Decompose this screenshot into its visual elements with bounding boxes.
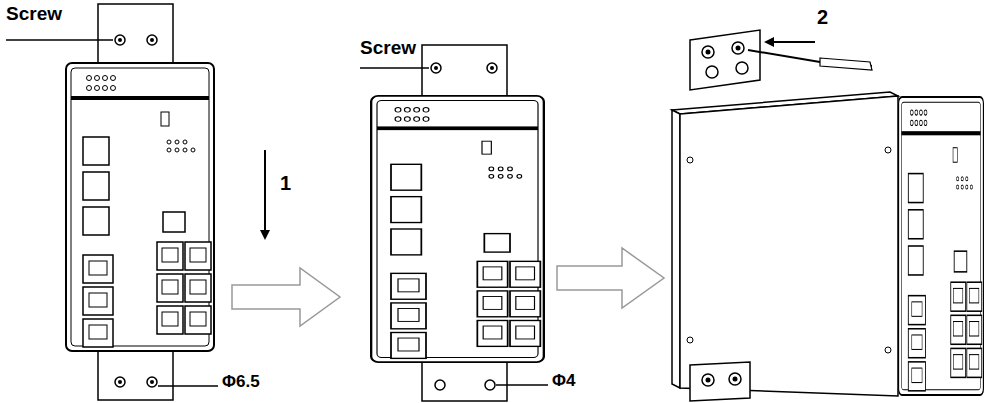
screw-label: Screw: [360, 38, 416, 59]
hole-diameter: Φ6.5: [222, 373, 260, 392]
callout-number: 2: [817, 6, 828, 28]
hole-diameter: Φ4: [552, 372, 575, 391]
callout-number: 1: [280, 172, 291, 194]
screw-label: Screw: [6, 4, 62, 25]
